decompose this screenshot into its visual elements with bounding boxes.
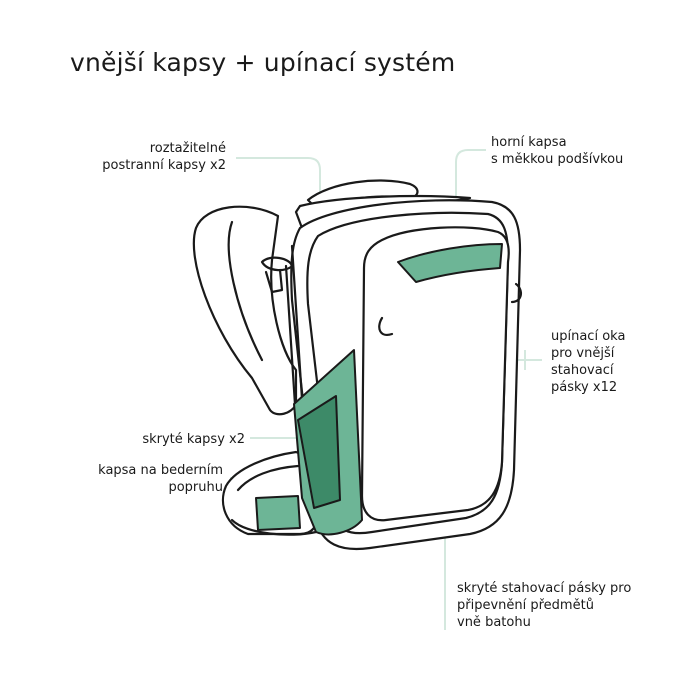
label-side-pockets-line-1: roztažitelné bbox=[149, 141, 226, 156]
label-top-pocket-line-1: horní kapsa bbox=[491, 135, 567, 150]
shoulder-strap bbox=[192, 205, 298, 416]
accent-areas bbox=[255, 243, 503, 536]
label-hip-pocket-line-1: kapsa na bederním bbox=[98, 463, 223, 478]
label-hidden-pockets: skryté kapsy x2 bbox=[142, 431, 245, 448]
label-hidden-pockets-line-1: skryté kapsy x2 bbox=[142, 432, 245, 447]
hidden-pocket-inner-accent bbox=[297, 395, 341, 509]
shoulder-strap-inner bbox=[227, 220, 264, 362]
label-lash-points-line-3: stahovací bbox=[551, 363, 614, 378]
leader-side-pockets bbox=[236, 157, 321, 240]
hip-belt-bottom bbox=[230, 518, 318, 536]
top-pocket-accent bbox=[397, 243, 503, 283]
zipper-pull-left-2 bbox=[264, 268, 284, 294]
label-lash-points-line-4: pásky x12 bbox=[551, 380, 618, 395]
side-pocket-edge bbox=[284, 264, 298, 422]
label-lash-points-line-2: pro vnější bbox=[551, 346, 615, 361]
label-top-pocket-line-2: s měkkou podšívkou bbox=[491, 152, 624, 167]
label-hidden-straps-line-2: připevnění předmětů bbox=[457, 598, 594, 613]
leader-top-pocket bbox=[455, 149, 486, 230]
label-hidden-straps-line-1: skryté stahovací pásky pro bbox=[457, 581, 632, 596]
diagram-title: vnější kapsy + upínací systém bbox=[70, 48, 456, 77]
label-side-pockets-line-2: postranní kapsy x2 bbox=[102, 158, 226, 173]
label-hip-pocket: kapsa na bederním popruhu bbox=[98, 462, 223, 496]
label-lash-points-line-1: upínací oka bbox=[551, 329, 626, 344]
label-top-pocket: horní kapsa s měkkou podšívkou bbox=[491, 134, 623, 168]
lash-loop-right bbox=[510, 282, 522, 304]
zipper-pull-left bbox=[260, 256, 294, 272]
label-side-pockets: roztažitelné postranní kapsy x2 bbox=[102, 140, 226, 174]
label-hidden-straps-line-3: vně batohu bbox=[457, 615, 531, 630]
hip-belt-inner bbox=[236, 464, 300, 492]
backpack-outline bbox=[192, 179, 522, 550]
label-lash-points: upínací oka pro vnější stahovací pásky x… bbox=[551, 328, 625, 396]
label-hip-pocket-line-2: popruhu bbox=[168, 480, 223, 495]
front-pocket bbox=[360, 226, 510, 522]
lash-loop-left bbox=[378, 316, 394, 336]
hip-pocket-accent bbox=[255, 495, 301, 531]
label-hidden-straps: skryté stahovací pásky pro připevnění př… bbox=[457, 580, 631, 631]
